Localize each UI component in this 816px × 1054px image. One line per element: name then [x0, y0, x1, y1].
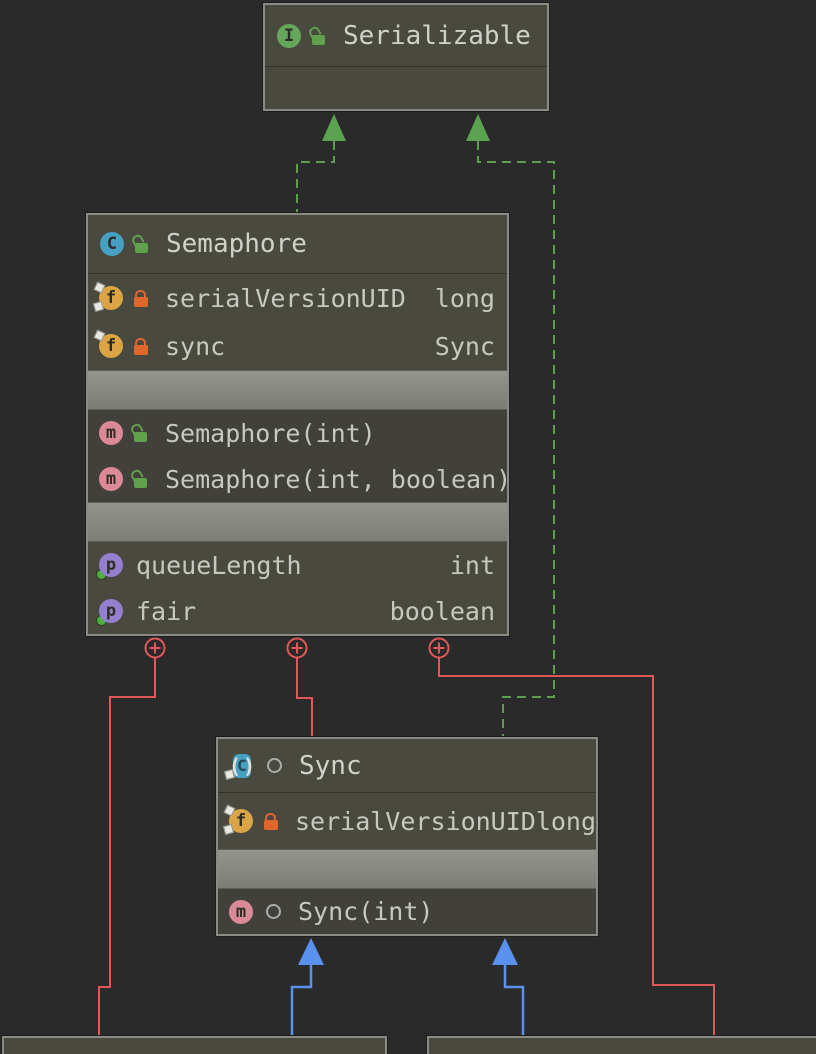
class-node-clipped-left[interactable]	[2, 1036, 387, 1054]
method-icon: m	[98, 466, 124, 492]
section-separator	[218, 849, 596, 889]
class-title: Semaphore	[166, 229, 307, 259]
field-row[interactable]: f serialVersionUID long	[218, 793, 596, 849]
properties-section: p queueLength int p fair boolean	[88, 542, 507, 634]
fields-section: f serialVersionUID long f sync Sync	[88, 274, 507, 370]
collapsed-edge-middle[interactable]	[296, 657, 313, 737]
public-visibility-icon	[307, 24, 326, 48]
public-visibility-icon	[129, 421, 148, 445]
static-abstract-class-icon: C ()	[223, 753, 255, 780]
section-separator	[88, 370, 507, 410]
method-row[interactable]: m Semaphore(int, boolean)	[88, 456, 511, 502]
private-lock-icon	[133, 334, 148, 358]
expand-edges-plus-icon[interactable]	[144, 637, 166, 659]
node-header-serializable[interactable]: I Serializable	[265, 5, 547, 67]
class-node-serializable[interactable]: I Serializable	[263, 3, 549, 111]
collapsed-edge-right[interactable]	[438, 657, 715, 1037]
fields-section: f serialVersionUID long	[218, 793, 596, 849]
field-icon: f	[93, 329, 124, 359]
method-row[interactable]: m Sync(int)	[218, 889, 596, 934]
extends-arrow-icon	[492, 938, 518, 965]
field-row[interactable]: f sync Sync	[88, 322, 507, 370]
expand-edges-plus-icon[interactable]	[286, 637, 308, 659]
class-icon: C	[99, 231, 125, 257]
section-separator	[88, 502, 507, 542]
method-row[interactable]: m Semaphore(int)	[88, 410, 507, 456]
public-visibility-icon	[129, 467, 148, 491]
interface-icon: I	[276, 23, 302, 49]
method-icon: m	[228, 899, 254, 925]
property-icon: p	[96, 552, 124, 580]
public-visibility-icon	[130, 232, 149, 256]
class-title: Sync	[299, 750, 362, 781]
class-node-sync[interactable]: C () Sync f serialVersionUID long	[216, 737, 598, 936]
private-lock-icon	[263, 809, 278, 833]
class-title: Serializable	[343, 20, 531, 51]
property-row[interactable]: p queueLength int	[88, 542, 507, 588]
implements-arrow-icon	[322, 114, 346, 141]
field-row[interactable]: f serialVersionUID long	[88, 274, 507, 322]
package-private-icon	[266, 904, 281, 919]
class-node-semaphore[interactable]: C Semaphore f serialVersionUID long	[86, 213, 511, 636]
static-field-icon: f	[92, 281, 124, 313]
package-private-icon	[267, 758, 282, 773]
method-icon: m	[98, 420, 124, 446]
methods-section: m Sync(int)	[218, 889, 596, 934]
static-field-icon: f	[222, 804, 254, 836]
collapsed-edge-left[interactable]	[98, 657, 156, 1037]
generalization-edge-right[interactable]	[492, 938, 525, 1037]
realization-edge-sync-serializable[interactable]	[466, 114, 555, 737]
empty-members-section	[265, 67, 547, 109]
generalization-edge-left[interactable]	[290, 938, 324, 1037]
property-row[interactable]: p fair boolean	[88, 588, 507, 634]
expand-edges-plus-icon[interactable]	[428, 637, 450, 659]
node-header-semaphore[interactable]: C Semaphore	[88, 215, 507, 274]
node-header-sync[interactable]: C () Sync	[218, 739, 596, 793]
implements-arrow-icon	[466, 114, 490, 141]
extends-arrow-icon	[298, 938, 324, 965]
class-node-clipped-right[interactable]	[427, 1036, 816, 1054]
private-lock-icon	[133, 286, 148, 310]
property-icon: p	[96, 598, 124, 626]
methods-section: m Semaphore(int) m Semaphore(int, boolea…	[88, 410, 511, 502]
realization-edge-semaphore-serializable[interactable]	[296, 114, 346, 213]
